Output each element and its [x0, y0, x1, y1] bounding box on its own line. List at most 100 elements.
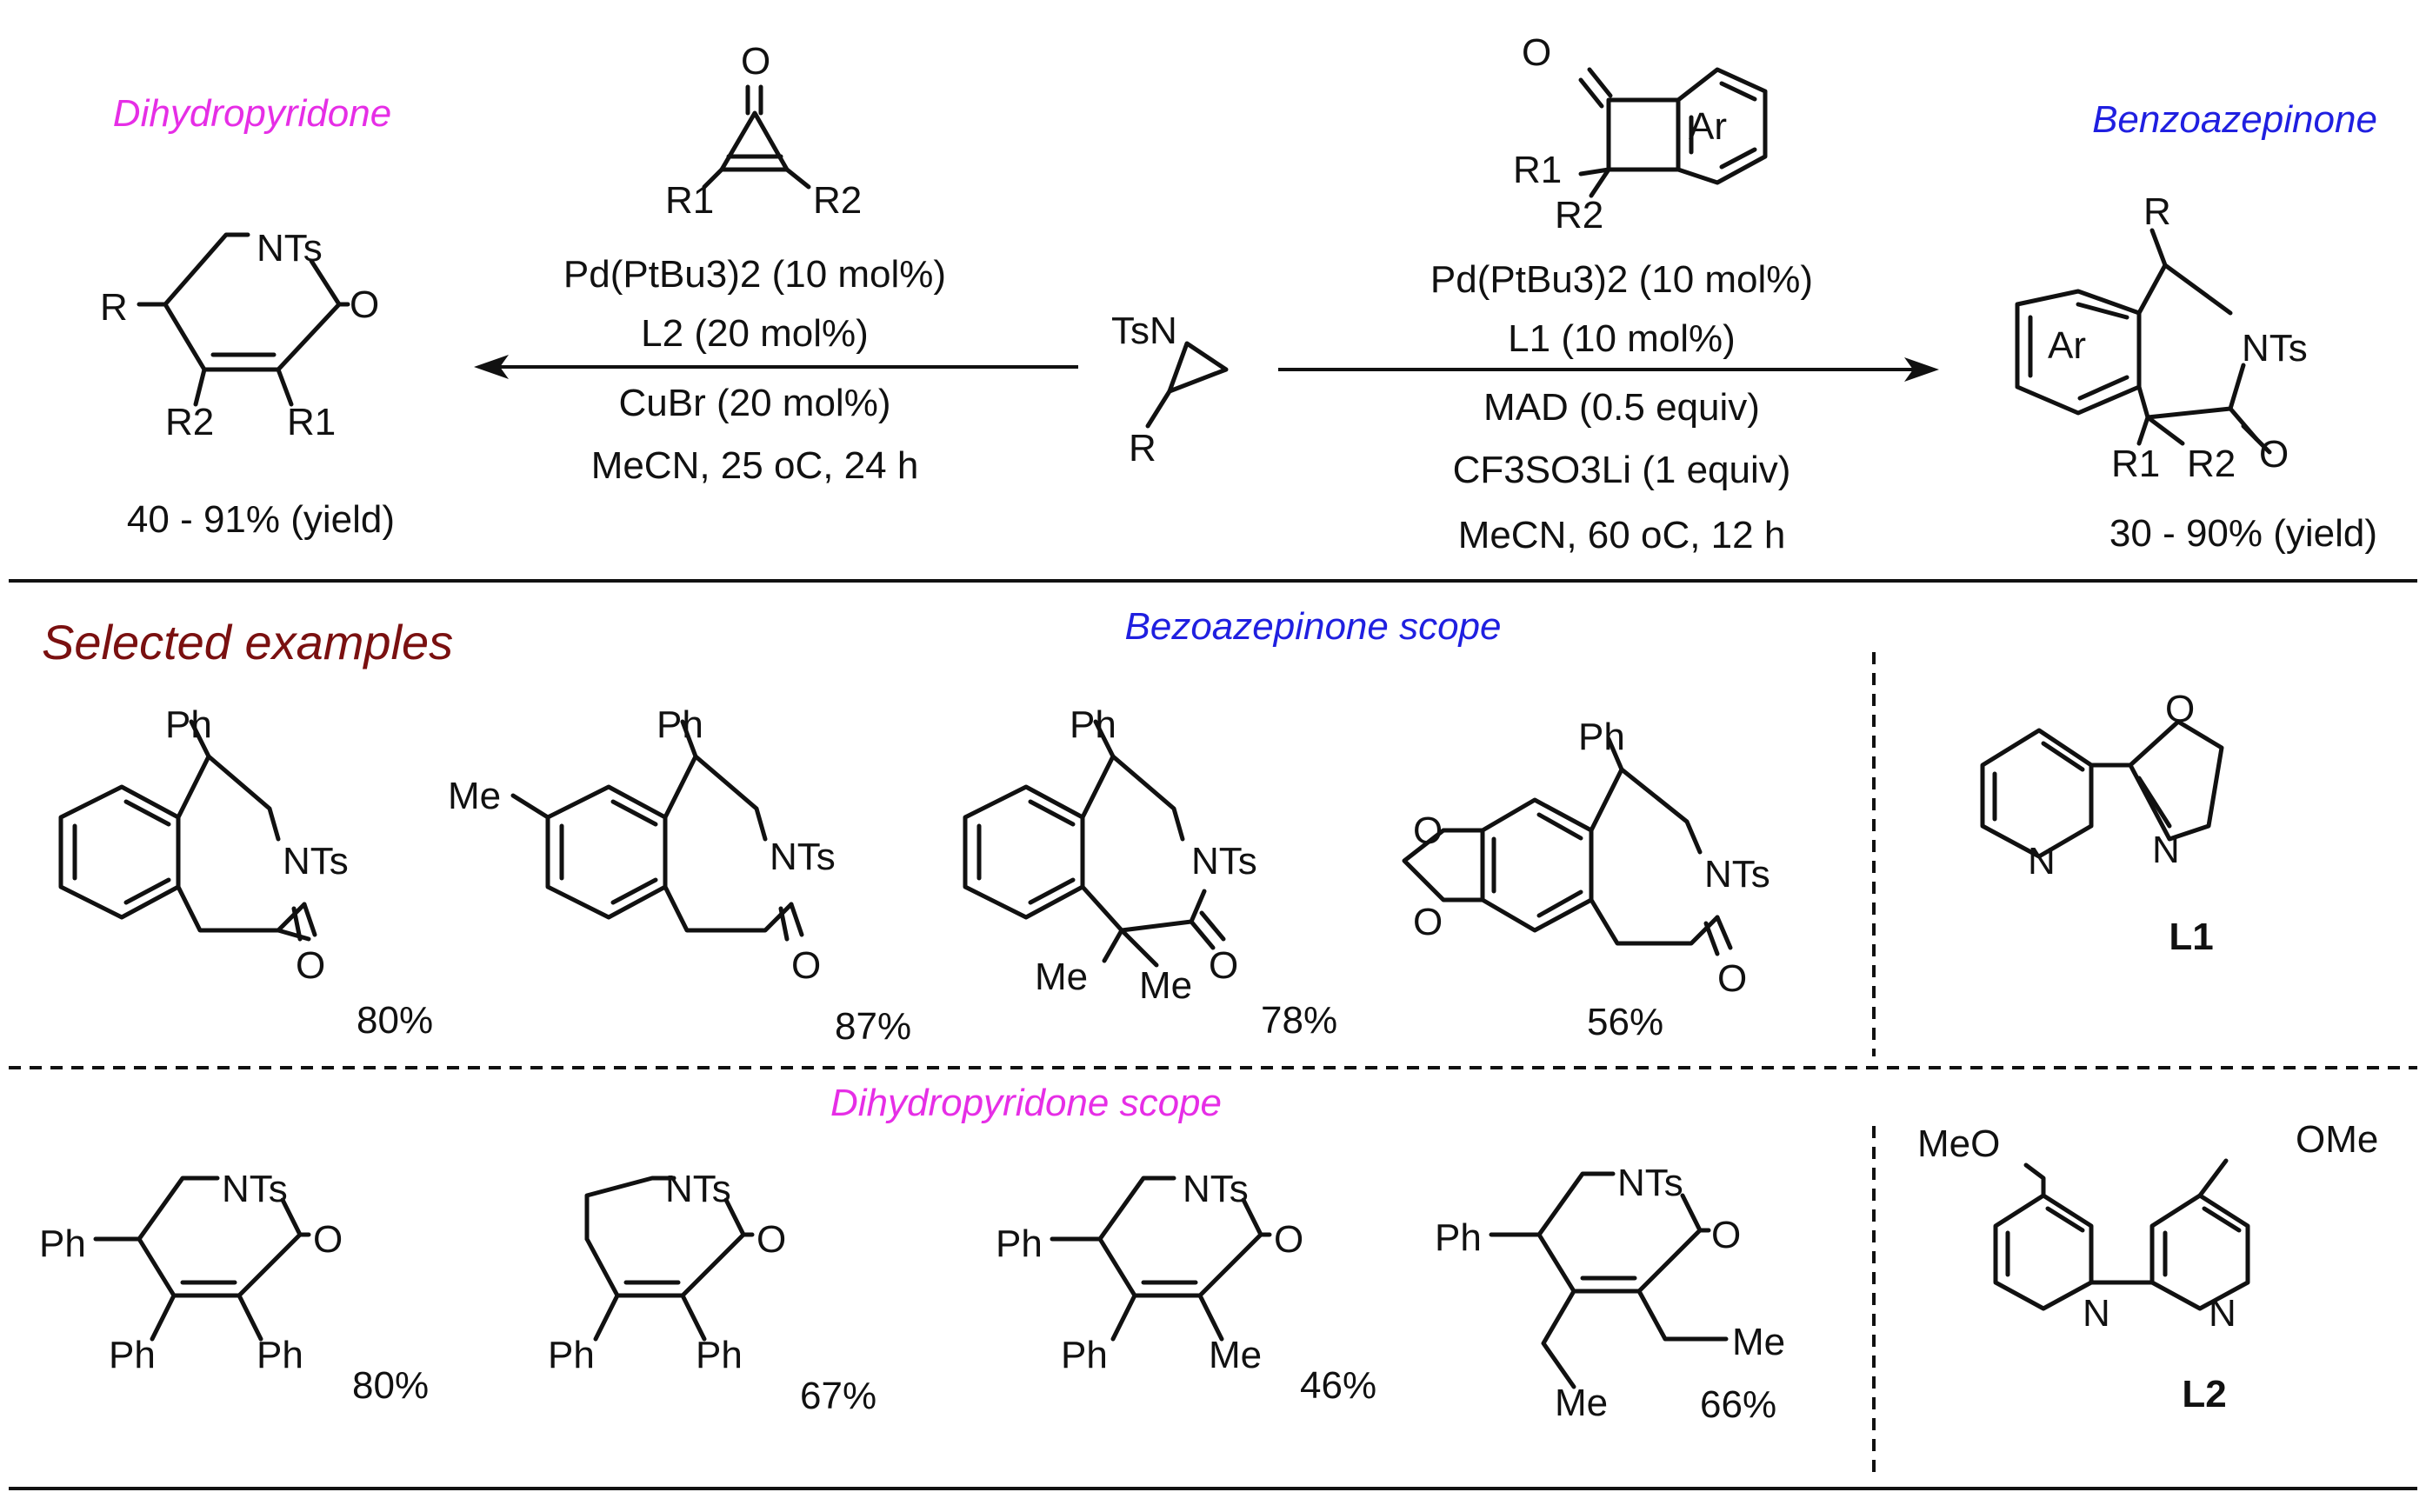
dihydro-example-1: NTs O Ph Ph Ph 80%: [39, 1168, 429, 1407]
d2-nts: NTs: [665, 1168, 731, 1210]
ligand-l2: MeO OMe N N L2: [1917, 1118, 2378, 1415]
d4-yield: 66%: [1700, 1383, 1776, 1426]
b2-me: Me: [448, 775, 501, 817]
dihydropyridone-general-structure: NTs O R R2 R1: [100, 227, 379, 443]
d1-nts: NTs: [222, 1168, 288, 1210]
azepinone-ar: Ar: [2048, 324, 2086, 367]
b4-ph: Ph: [1578, 716, 1625, 758]
right-additive1: MAD (0.5 equiv): [1483, 386, 1760, 429]
b2-o: O: [791, 944, 821, 987]
d3-ph1: Ph: [996, 1222, 1043, 1265]
d3-me: Me: [1209, 1334, 1262, 1376]
d2-ph1: Ph: [548, 1334, 595, 1376]
b4-o2: O: [1413, 901, 1443, 943]
right-solvent: MeCN, 60 oC, 12 h: [1458, 514, 1786, 556]
left-reaction-arrow: [474, 355, 1078, 379]
dihydro-example-3: NTs O Ph Ph Me 46%: [996, 1168, 1376, 1407]
benzo-example-2: Me Ph NTs O 87%: [448, 703, 911, 1048]
azepinone-o: O: [2259, 433, 2289, 476]
l2-meo: MeO: [1917, 1122, 2000, 1165]
carbonyl-o: O: [350, 283, 379, 326]
right-ligand: L1 (10 mol%): [1508, 317, 1736, 360]
l2-ome: OMe: [2296, 1118, 2378, 1161]
dihydropyridone-title: Dihydropyridone: [113, 92, 391, 135]
d1-ph2: Ph: [109, 1334, 156, 1376]
b4-o1: O: [1413, 809, 1443, 852]
bcb-ar: Ar: [1689, 105, 1727, 148]
l1-n1: N: [2028, 840, 2056, 883]
b4-nts: NTs: [1704, 853, 1770, 896]
d3-ph2: Ph: [1061, 1334, 1108, 1376]
left-yield: 40 - 91% (yield): [127, 498, 395, 541]
b3-me1: Me: [1035, 956, 1088, 998]
b1-yield: 80%: [357, 999, 433, 1042]
d3-yield: 46%: [1300, 1364, 1376, 1407]
b4-yield: 56%: [1587, 1001, 1663, 1043]
right-additive2: CF3SO3Li (1 equiv): [1453, 449, 1791, 491]
d4-o: O: [1711, 1214, 1741, 1256]
cp-r1: R1: [665, 179, 714, 222]
d1-yield: 80%: [352, 1364, 429, 1407]
b3-o: O: [1209, 944, 1238, 987]
d2-ph2: Ph: [696, 1334, 743, 1376]
bcb-o: O: [1522, 31, 1551, 74]
azepinone-r1: R1: [2111, 443, 2160, 485]
l1-n2: N: [2152, 829, 2180, 871]
d3-nts: NTs: [1183, 1168, 1249, 1210]
aziridine-r: R: [1129, 427, 1156, 470]
b3-me2: Me: [1139, 964, 1192, 1007]
d2-o: O: [756, 1218, 786, 1261]
benzocyclobutenone-reagent: O Ar R1 R2: [1513, 31, 1768, 236]
right-reaction-arrow: [1278, 357, 1939, 382]
bcb-r2: R2: [1555, 194, 1603, 236]
benzoazepinone-general-structure: R Ar NTs O R1 R2: [2015, 190, 2308, 485]
left-additive: CuBr (20 mol%): [619, 382, 891, 424]
r2-label: R2: [165, 401, 214, 443]
l2-n2: N: [2209, 1292, 2236, 1335]
dihydro-example-2: NTs O Ph Ph 67%: [548, 1168, 876, 1417]
right-yield: 30 - 90% (yield): [2109, 512, 2377, 555]
d1-ph3: Ph: [257, 1334, 303, 1376]
benzo-example-4: O O Ph NTs O 56%: [1402, 716, 1770, 1043]
l2-n1: N: [2083, 1292, 2110, 1335]
d4-nts: NTs: [1617, 1162, 1683, 1204]
d4-me2: Me: [1555, 1382, 1608, 1424]
b2-nts: NTs: [770, 836, 836, 878]
d4-me1: Me: [1732, 1321, 1785, 1363]
b1-o: O: [296, 944, 325, 987]
dihydro-scope-heading: Dihydropyridone scope: [830, 1082, 1222, 1124]
b3-ph: Ph: [1070, 703, 1116, 746]
benzoazepinone-title: Benzoazepinone: [2092, 98, 2377, 141]
r-label: R: [100, 286, 128, 329]
dihydro-example-4: NTs O Ph Me Me 66%: [1435, 1162, 1785, 1426]
benzo-example-3: Ph NTs O Me Me 78%: [963, 703, 1337, 1042]
right-catalyst: Pd(PtBu3)2 (10 mol%): [1430, 258, 1813, 301]
d3-o: O: [1274, 1218, 1303, 1261]
b2-yield: 87%: [835, 1005, 911, 1048]
cyclopropenone-reagent: O R1 R2: [665, 40, 862, 222]
benzo-scope-heading: Bezoazepinone scope: [1125, 605, 1502, 648]
d2-yield: 67%: [800, 1375, 876, 1417]
l1-o: O: [2165, 688, 2195, 730]
left-ligand: L2 (20 mol%): [641, 312, 869, 355]
cyclopropenone-o: O: [741, 40, 770, 83]
benzo-example-1: Ph NTs O 80%: [58, 703, 433, 1042]
d1-ph1: Ph: [39, 1222, 86, 1265]
d1-o: O: [313, 1218, 343, 1261]
cp-r2: R2: [813, 179, 862, 222]
selected-examples-heading: Selected examples: [42, 615, 453, 669]
b2-ph: Ph: [656, 703, 703, 746]
d4-ph: Ph: [1435, 1216, 1482, 1259]
azepinone-nts: NTs: [2242, 327, 2308, 370]
b1-nts: NTs: [283, 840, 349, 883]
b3-nts: NTs: [1191, 840, 1257, 883]
left-catalyst: Pd(PtBu3)2 (10 mol%): [563, 253, 946, 296]
b4-o: O: [1717, 957, 1747, 1000]
aziridine-tsn: TsN: [1111, 310, 1177, 352]
aziridine-substrate: TsN R: [1111, 310, 1229, 470]
b3-yield: 78%: [1261, 999, 1337, 1042]
ligand-l1: N O N L1: [1980, 688, 2224, 958]
r1-label: R1: [287, 401, 336, 443]
azepinone-r: R: [2143, 190, 2171, 233]
